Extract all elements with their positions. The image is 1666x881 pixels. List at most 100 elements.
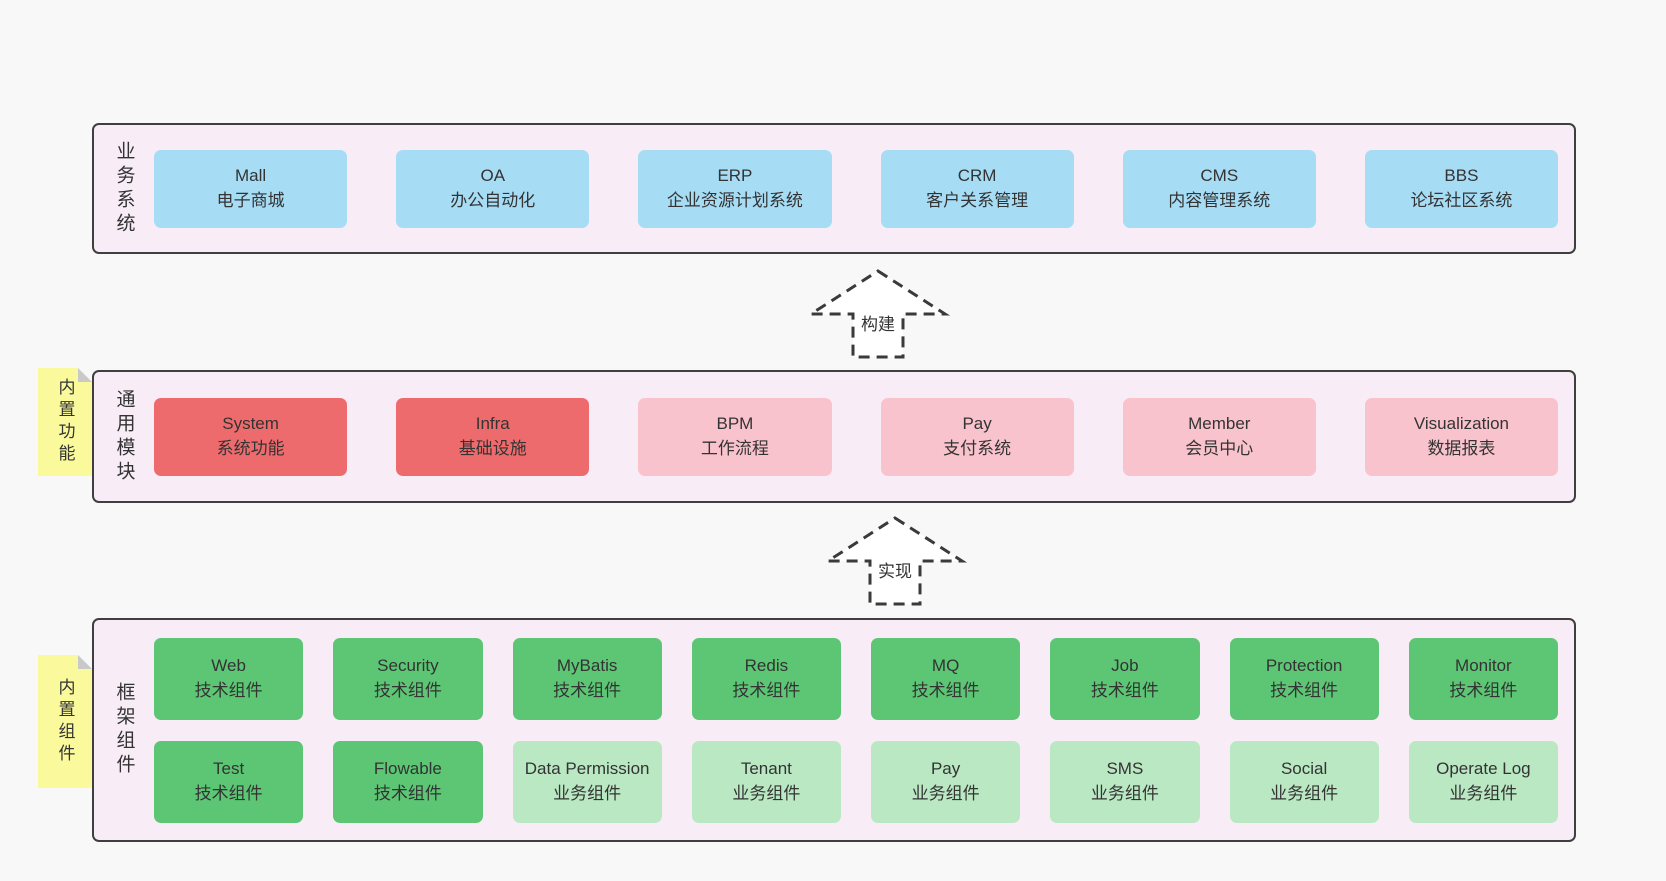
component-row-2: Test 技术组件 Flowable 技术组件 Data Permission … bbox=[154, 740, 1558, 823]
box-subtitle: 工作流程 bbox=[700, 438, 769, 458]
band-label-text: 框架组件 bbox=[113, 682, 135, 778]
box-subtitle: 技术组件 bbox=[373, 680, 442, 700]
box-title: Protection bbox=[1265, 655, 1343, 675]
module-box-mall: Mall 电子商城 bbox=[154, 149, 348, 228]
box-subtitle: 客户关系管理 bbox=[926, 190, 1029, 210]
box-title: Job bbox=[1111, 655, 1139, 675]
box-title: MyBatis bbox=[556, 655, 618, 675]
component-box-sms: SMS 业务组件 bbox=[1050, 740, 1200, 823]
box-title: Web bbox=[211, 655, 246, 675]
arrow-label: 实现 bbox=[878, 562, 912, 581]
box-subtitle: 业务组件 bbox=[911, 783, 980, 803]
sticky-fold-corner bbox=[78, 655, 92, 669]
sticky-note-label: 内置组件 bbox=[55, 677, 75, 766]
box-subtitle: 技术组件 bbox=[1090, 680, 1159, 700]
component-box-mybatis: MyBatis 技术组件 bbox=[512, 637, 662, 720]
box-subtitle: 技术组件 bbox=[194, 783, 263, 803]
module-box-oa: OA 办公自动化 bbox=[396, 149, 590, 228]
box-subtitle: 业务组件 bbox=[1090, 783, 1159, 803]
module-box-pay: Pay 支付系统 bbox=[880, 397, 1074, 476]
dashed-up-arrow-implement: 实现 bbox=[822, 515, 968, 607]
sticky-fold-corner bbox=[78, 368, 92, 382]
box-subtitle: 基础设施 bbox=[458, 438, 527, 458]
box-subtitle: 企业资源计划系统 bbox=[666, 190, 803, 210]
box-title: Mall bbox=[235, 165, 267, 185]
box-title: Visualization bbox=[1413, 413, 1510, 433]
arrow-label: 构建 bbox=[861, 315, 895, 334]
component-box-protection: Protection 技术组件 bbox=[1229, 637, 1379, 720]
band-business-systems: 业务系统 Mall 电子商城 OA 办公自动化 ERP 企业资源计划系统 CRM… bbox=[92, 123, 1576, 254]
sticky-note-built-in-components: 内置组件 bbox=[38, 655, 92, 788]
box-subtitle: 业务组件 bbox=[1449, 783, 1518, 803]
box-subtitle: 内容管理系统 bbox=[1168, 190, 1271, 210]
box-subtitle: 技术组件 bbox=[553, 680, 622, 700]
band-common-modules: 通用模块 System 系统功能 Infra 基础设施 BPM 工作流程 Pay… bbox=[92, 370, 1576, 503]
component-box-flowable: Flowable 技术组件 bbox=[333, 740, 483, 823]
box-subtitle: 支付系统 bbox=[943, 438, 1012, 458]
sticky-note-label: 内置功能 bbox=[55, 378, 75, 466]
box-title: Redis bbox=[744, 655, 789, 675]
component-box-pay: Pay 业务组件 bbox=[871, 740, 1021, 823]
up-arrow-icon bbox=[822, 516, 968, 606]
module-box-system: System 系统功能 bbox=[154, 397, 348, 476]
band-box-grid: Web 技术组件 Security 技术组件 MyBatis 技术组件 Redi… bbox=[154, 620, 1574, 840]
module-box-crm: CRM 客户关系管理 bbox=[880, 149, 1074, 228]
band-label: 框架组件 bbox=[94, 620, 154, 840]
box-title: BBS bbox=[1444, 165, 1479, 185]
up-arrow-icon bbox=[805, 269, 951, 359]
box-subtitle: 技术组件 bbox=[1270, 680, 1339, 700]
box-title: Member bbox=[1188, 413, 1251, 433]
dashed-up-arrow-build: 构建 bbox=[805, 268, 951, 360]
module-box-cms: CMS 内容管理系统 bbox=[1122, 149, 1316, 228]
box-title: OA bbox=[480, 165, 506, 185]
component-box-operate-log: Operate Log 业务组件 bbox=[1408, 740, 1558, 823]
box-title: Pay bbox=[962, 413, 992, 433]
box-title: Tenant bbox=[740, 758, 792, 778]
box-title: MQ bbox=[931, 655, 960, 675]
sticky-note-built-in-functions: 内置功能 bbox=[38, 368, 92, 476]
band-framework-components: 框架组件 Web 技术组件 Security 技术组件 MyBatis 技术组件… bbox=[92, 618, 1576, 842]
component-box-security: Security 技术组件 bbox=[333, 637, 483, 720]
box-subtitle: 系统功能 bbox=[216, 438, 285, 458]
band-label: 通用模块 bbox=[94, 372, 154, 501]
box-subtitle: 业务组件 bbox=[1270, 783, 1339, 803]
component-box-test: Test 技术组件 bbox=[154, 740, 304, 823]
box-subtitle: 技术组件 bbox=[1449, 680, 1518, 700]
box-subtitle: 业务组件 bbox=[732, 783, 801, 803]
box-subtitle: 电子商城 bbox=[216, 190, 285, 210]
box-title: CRM bbox=[957, 165, 997, 185]
box-subtitle: 技术组件 bbox=[911, 680, 980, 700]
band-label: 业务系统 bbox=[94, 125, 154, 252]
module-box-infra: Infra 基础设施 bbox=[396, 397, 590, 476]
box-title: Pay bbox=[930, 758, 961, 778]
component-box-tenant: Tenant 业务组件 bbox=[691, 740, 841, 823]
box-title: SMS bbox=[1106, 758, 1144, 778]
component-box-redis: Redis 技术组件 bbox=[691, 637, 841, 720]
box-title: Social bbox=[1280, 758, 1328, 778]
box-subtitle: 技术组件 bbox=[373, 783, 442, 803]
box-subtitle: 办公自动化 bbox=[450, 190, 536, 210]
module-box-member: Member 会员中心 bbox=[1122, 397, 1316, 476]
band-label-text: 业务系统 bbox=[113, 140, 135, 237]
component-box-mq: MQ 技术组件 bbox=[871, 637, 1021, 720]
band-box-row: Mall 电子商城 OA 办公自动化 ERP 企业资源计划系统 CRM 客户关系… bbox=[154, 125, 1574, 252]
module-box-visualization: Visualization 数据报表 bbox=[1364, 397, 1559, 476]
box-title: Monitor bbox=[1455, 655, 1512, 675]
band-box-row: System 系统功能 Infra 基础设施 BPM 工作流程 Pay 支付系统… bbox=[154, 372, 1574, 501]
box-title: Data Permission bbox=[524, 758, 650, 778]
box-title: CMS bbox=[1200, 165, 1239, 185]
box-subtitle: 业务组件 bbox=[553, 783, 622, 803]
band-label-text: 通用模块 bbox=[113, 388, 135, 485]
box-title: Test bbox=[213, 758, 245, 778]
box-subtitle: 技术组件 bbox=[194, 680, 263, 700]
box-title: Infra bbox=[475, 413, 510, 433]
component-row-1: Web 技术组件 Security 技术组件 MyBatis 技术组件 Redi… bbox=[154, 637, 1558, 720]
box-subtitle: 数据报表 bbox=[1427, 438, 1496, 458]
box-subtitle: 论坛社区系统 bbox=[1410, 190, 1513, 210]
box-title: BPM bbox=[716, 413, 754, 433]
box-subtitle: 技术组件 bbox=[732, 680, 801, 700]
component-box-monitor: Monitor 技术组件 bbox=[1408, 637, 1558, 720]
box-title: System bbox=[222, 413, 279, 433]
module-box-erp: ERP 企业资源计划系统 bbox=[638, 149, 832, 228]
box-title: Security bbox=[377, 655, 439, 675]
